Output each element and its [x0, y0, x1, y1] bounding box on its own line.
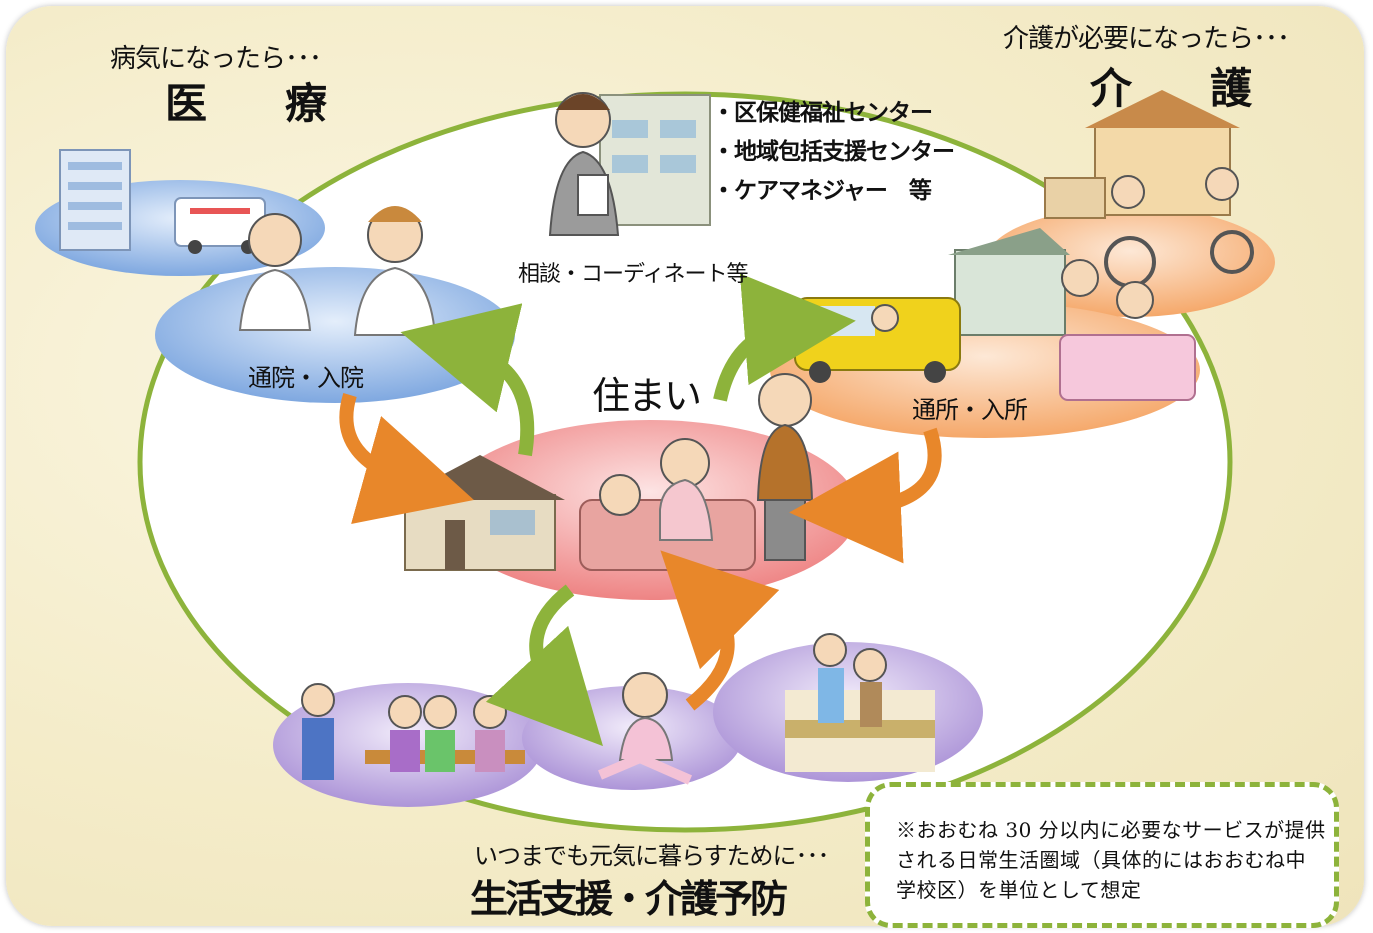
arrow-support-to-home [660, 550, 780, 711]
care-lead-text: 介護が必要になったら･･･ [1003, 24, 1290, 54]
care-label: 通所・入所 [912, 396, 1028, 424]
support-lead-text: いつまでも元気に暮らすために･･･ [474, 842, 830, 870]
group-home-icon [948, 228, 1070, 336]
medical-label: 通院・入院 [248, 364, 364, 392]
exercising-senior-icon [598, 672, 693, 785]
arrow-home-to-support [485, 584, 603, 747]
arrow-home-to-care [713, 273, 856, 402]
arrow-care-to-home [789, 427, 942, 564]
consult-list: ・区保健福祉センター ・地域包括支援センター ・ケアマネジャー 等 [712, 94, 955, 211]
arrow-home-to-medical [400, 303, 535, 457]
medical-lead-text: 病気になったら･･･ [110, 44, 322, 74]
consult-item: ・地域包括支援センター [712, 139, 955, 165]
doctor-icon [238, 213, 312, 331]
consult-label: 相談・コーディネート等 [518, 262, 748, 287]
area-note: ※おおむね 30 分以内に必要なサービスが提供される日常生活圏域（具体的にはおお… [896, 818, 1326, 902]
walk-helper-icon [785, 633, 935, 772]
home-title: 住まい [592, 374, 702, 418]
elderly-man-icon [756, 373, 814, 561]
support-title: 生活支援・介護予防 [470, 877, 788, 921]
bathing-icon [1059, 259, 1196, 401]
hospital-icon [59, 149, 131, 251]
consultant-icon [548, 92, 711, 236]
note-box: ※おおむね 30 分以内に必要なサービスが提供される日常生活圏域（具体的にはおお… [865, 782, 1339, 928]
wheelchair-icon [1104, 167, 1254, 288]
welfare-van-icon [794, 297, 961, 383]
care-title: 介 護 [1090, 64, 1271, 113]
arrow-medical-to-home [339, 392, 474, 524]
consult-item: ・ケアマネジャー 等 [712, 178, 932, 204]
medical-title: 医 療 [165, 79, 346, 128]
consult-item: ・区保健福祉センター [712, 100, 933, 126]
